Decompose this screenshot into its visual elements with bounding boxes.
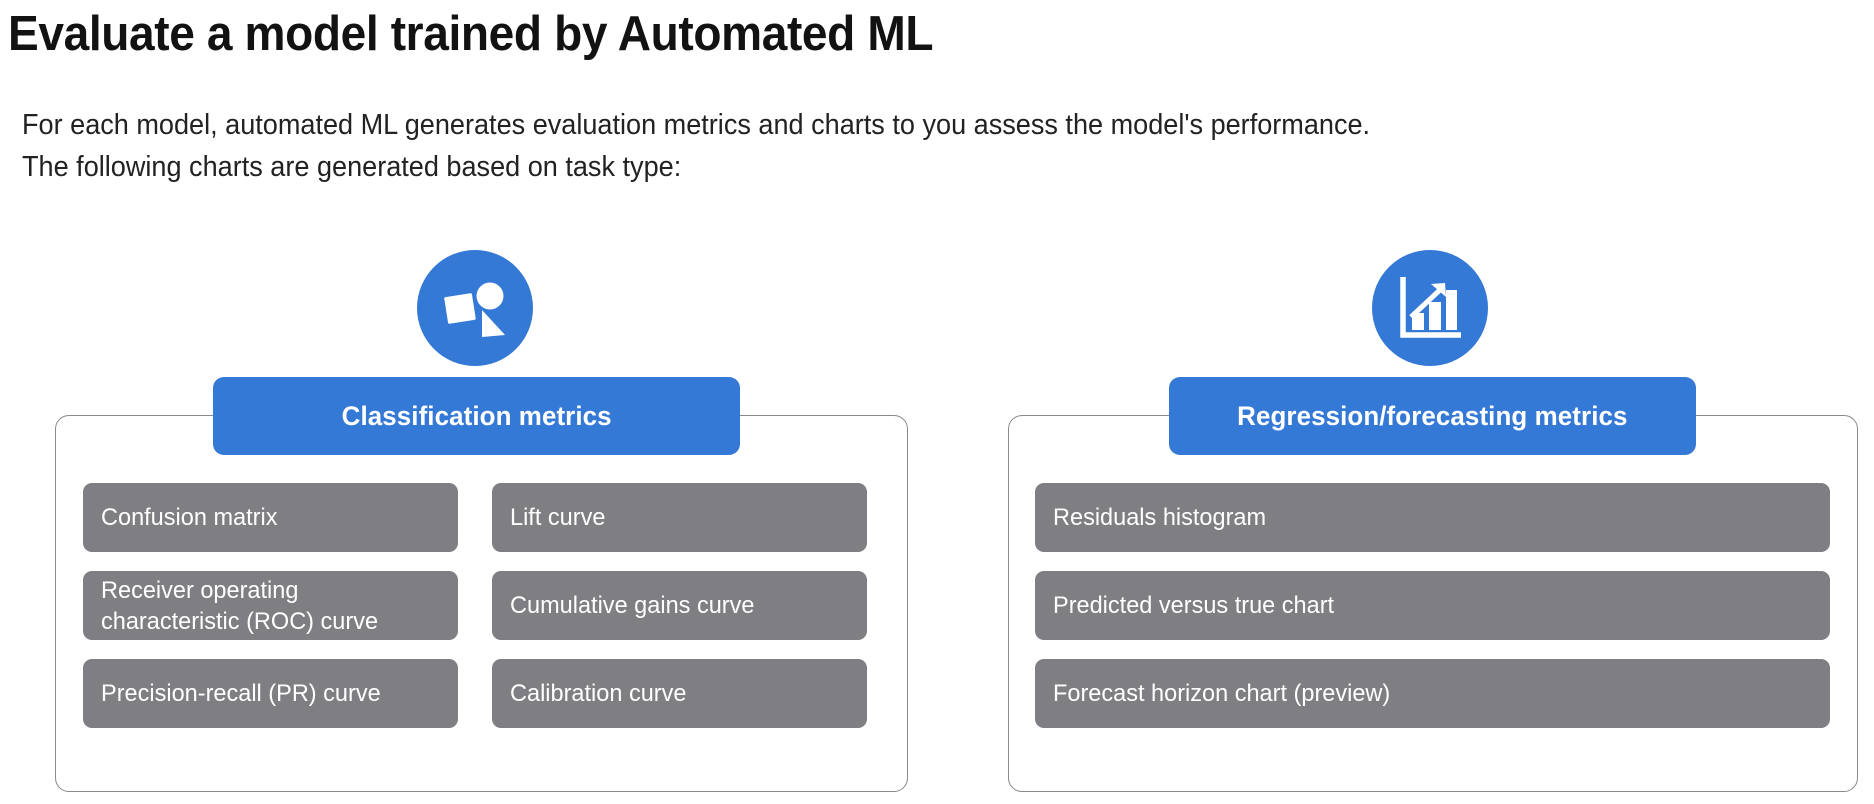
metric-label: Predicted versus true chart <box>1053 592 1335 619</box>
list-item: Forecast horizon chart (preview) <box>1035 659 1830 728</box>
metric-label: Precision-recall (PR) curve <box>101 680 381 707</box>
list-item: Cumulative gains curve <box>492 571 867 640</box>
list-item: Lift curve <box>492 483 867 552</box>
regression-metrics-list: Residuals histogram Predicted versus tru… <box>1035 483 1830 728</box>
list-item: Receiver operating characteristic (ROC) … <box>83 571 458 640</box>
intro-paragraph: For each model, automated ML generates e… <box>22 109 1371 183</box>
list-item: Precision-recall (PR) curve <box>83 659 458 728</box>
bar-chart-growth-icon <box>1372 250 1488 366</box>
metric-label: Confusion matrix <box>101 504 278 531</box>
page-title: Evaluate a model trained by Automated ML <box>8 7 934 61</box>
metric-label: Cumulative gains curve <box>510 592 755 619</box>
shapes-icon <box>417 250 533 366</box>
classification-metrics-banner-label: Classification metrics <box>341 400 612 431</box>
classification-metrics-banner: Classification metrics <box>213 377 740 455</box>
metric-label: Lift curve <box>510 504 606 531</box>
metric-label: Receiver operating characteristic (ROC) … <box>101 576 379 635</box>
list-item: Confusion matrix <box>83 483 458 552</box>
list-item: Predicted versus true chart <box>1035 571 1830 640</box>
metric-label: Calibration curve <box>510 680 687 707</box>
list-item: Residuals histogram <box>1035 483 1830 552</box>
metric-label: Forecast horizon chart (preview) <box>1053 680 1391 707</box>
list-item: Calibration curve <box>492 659 867 728</box>
regression-metrics-banner-label: Regression/forecasting metrics <box>1237 400 1628 431</box>
regression-metrics-banner: Regression/forecasting metrics <box>1169 377 1696 455</box>
metric-label: Residuals histogram <box>1053 504 1267 531</box>
classification-metrics-list: Confusion matrix Lift curve Receiver ope… <box>83 483 880 728</box>
